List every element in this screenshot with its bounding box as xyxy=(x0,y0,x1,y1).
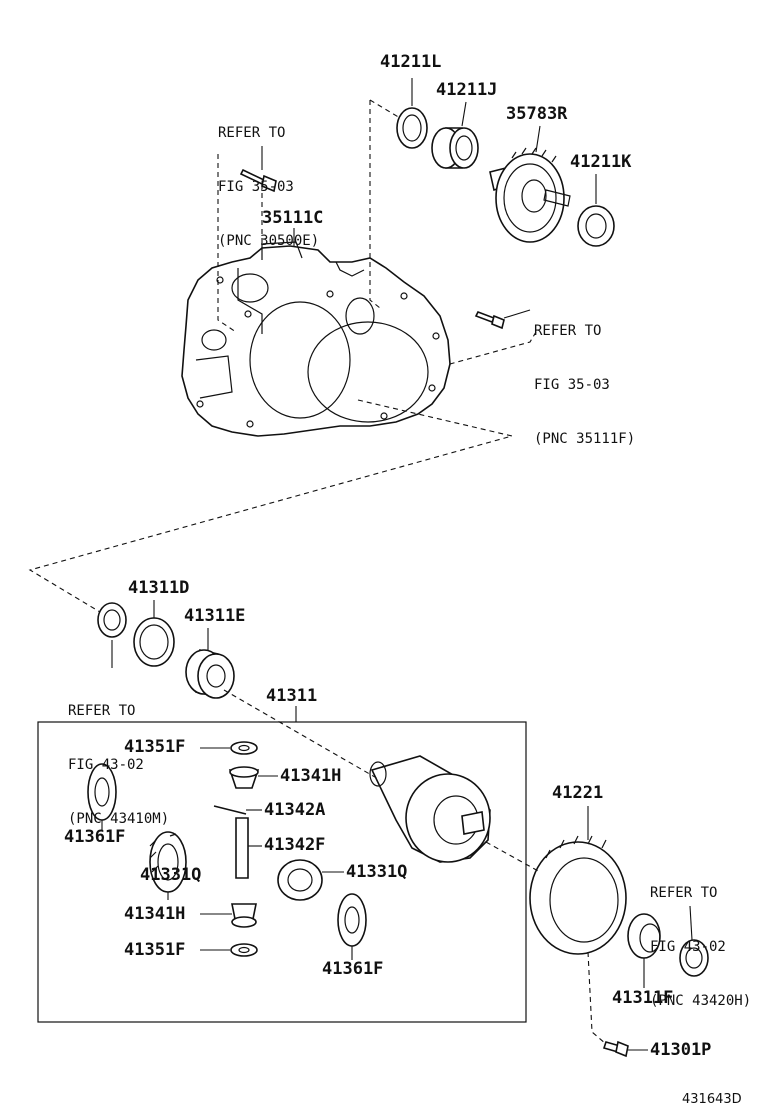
label-41211k: 41211K xyxy=(570,152,632,172)
pinion-41341h-top xyxy=(228,766,260,789)
label-41301p: 41301P xyxy=(650,1040,712,1060)
refer-note-line: REFER TO xyxy=(218,125,286,141)
refer-note-line: REFER TO xyxy=(68,703,136,719)
refer-note-30500e: REFER TO FIG 35-03 (PNC 30500E) xyxy=(218,88,319,268)
shim-41311d xyxy=(133,617,175,667)
label-41342a: 41342A xyxy=(264,800,326,820)
sun-gear-35783r xyxy=(489,147,571,243)
side-bolt-icon xyxy=(474,310,505,330)
label-41311: 41311 xyxy=(266,686,318,706)
thrust-washer-41361f-right xyxy=(337,893,367,947)
transaxle-housing-35111c xyxy=(181,241,451,437)
figure-number: 431643D xyxy=(682,1092,742,1107)
bearing-41211j xyxy=(431,127,479,169)
pinion-41341h-bottom xyxy=(231,903,257,928)
refer-note-line: FIG 35-03 xyxy=(534,377,610,393)
ring-gear-bolt-41301p xyxy=(602,1040,629,1058)
label-41351f-top: 41351F xyxy=(124,737,186,757)
refer-note-line: (PNC 30500E) xyxy=(218,233,320,249)
refer-note-35111f: REFER TO FIG 35-03 (PNC 35111F) xyxy=(534,286,635,466)
label-41361f-left: 41361F xyxy=(64,827,126,847)
refer-note-line: FIG 43-02 xyxy=(650,939,726,955)
label-35783r: 35783R xyxy=(506,104,568,124)
refer-note-line: (PNC 43420H) xyxy=(650,993,752,1009)
label-41341h-top: 41341H xyxy=(280,766,342,786)
refer-note-43420h: REFER TO FIG 43-02 (PNC 43420H) xyxy=(650,848,751,1028)
refer-note-line: FIG 35-03 xyxy=(218,179,294,195)
bearing-41211k xyxy=(577,205,615,247)
side-gear-41331q-right xyxy=(277,859,323,901)
oil-seal-right-icon xyxy=(679,939,709,977)
label-35111c: 35111C xyxy=(262,208,324,228)
refer-note-line: (PNC 43410M) xyxy=(68,811,170,827)
differential-kit-box xyxy=(37,721,527,1023)
label-41211j: 41211J xyxy=(436,80,498,100)
refer-note-line: FIG 43-02 xyxy=(68,757,144,773)
label-41331q-left: 41331Q xyxy=(140,865,202,885)
pin-41342a xyxy=(213,805,247,815)
side-gear-41331q-left xyxy=(149,831,187,893)
ring-gear-41221 xyxy=(529,835,627,955)
washer-41351f-top xyxy=(230,741,258,755)
label-41331q-right: 41331Q xyxy=(346,862,408,882)
bearing-41311e xyxy=(185,649,235,699)
washer-41351f-bottom xyxy=(230,943,258,957)
oil-seal-left-icon xyxy=(97,602,127,638)
refer-note-line: REFER TO xyxy=(534,323,602,339)
label-41361f-right: 41361F xyxy=(322,959,384,979)
label-41221: 41221 xyxy=(552,783,604,803)
refer-note-line: (PNC 35111F) xyxy=(534,431,636,447)
thrust-washer-41361f-left xyxy=(87,763,117,821)
label-41311d: 41311D xyxy=(128,578,190,598)
refer-note-line: REFER TO xyxy=(650,885,718,901)
oil-seal-41211l xyxy=(396,107,428,149)
label-41311f: 41311F xyxy=(612,988,674,1008)
label-41341h-bottom: 41341H xyxy=(124,904,186,924)
label-41342f: 41342F xyxy=(264,835,326,855)
label-41311e: 41311E xyxy=(184,606,246,626)
refer-note-43410m: REFER TO FIG 43-02 (PNC 43410M) xyxy=(68,666,169,846)
differential-case-41311 xyxy=(369,755,491,863)
shaft-41342f xyxy=(235,817,249,879)
label-41211l: 41211L xyxy=(380,52,442,72)
label-41351f-bottom: 41351F xyxy=(124,940,186,960)
